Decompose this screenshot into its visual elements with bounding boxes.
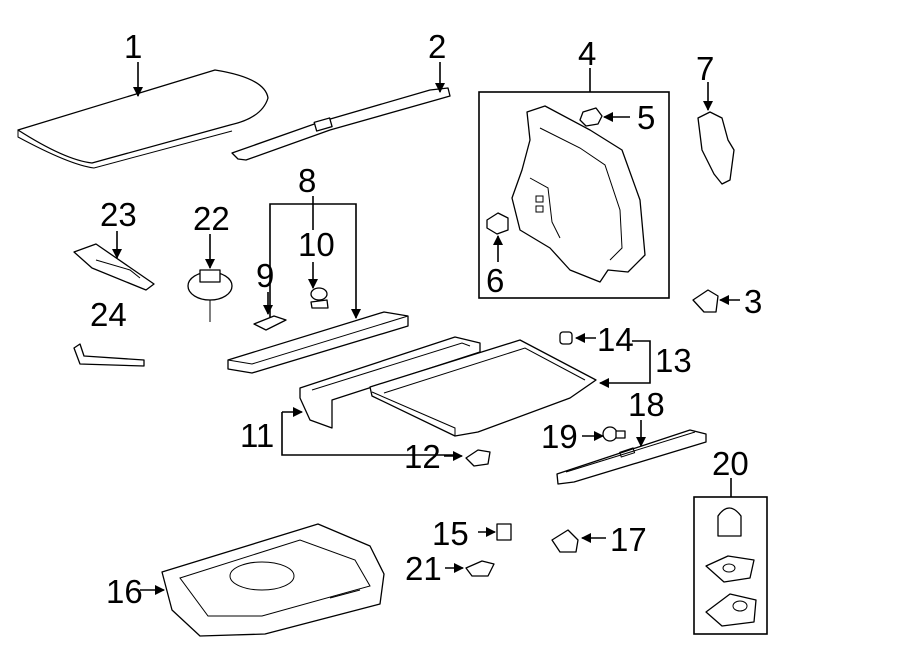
part-17-hook: 17 [551,521,647,558]
part-22-spare-tire-holder: 22 [187,200,233,322]
part-1-package-tray: 1 [17,28,269,169]
part-15-clip: 15 [432,515,512,552]
callout-22: 22 [193,200,230,237]
part-21-bracket: 21 [405,550,495,587]
part-3-bracket: 3 [692,283,762,320]
callout-16: 16 [106,573,143,610]
part-24-jack-handle: 24 [73,296,145,367]
callout-11: 11 [240,417,274,454]
callout-3: 3 [744,283,762,320]
callout-2: 2 [428,28,446,65]
part-11-floor-tray: 11 [240,336,481,456]
callout-10: 10 [298,226,335,263]
part-12-clip: 12 [404,438,491,475]
part-9-clip: 9 [253,257,287,331]
part-13-floor-cover: 13 [369,339,692,437]
callout-12: 12 [404,438,441,475]
part-6-clip: 6 [486,212,509,299]
callout-15: 15 [432,515,469,552]
callout-20: 20 [712,445,749,482]
callout-8: 8 [298,162,316,199]
part-8-floor-board-group: 8 9 10 [227,162,409,374]
part-14-stopper: 14 [559,321,634,358]
callout-9: 9 [256,257,274,294]
callout-7: 7 [696,50,714,87]
callout-18: 18 [628,386,665,423]
callout-23: 23 [100,196,137,233]
part-4-quarter-trim-group: 4 5 6 [478,35,670,299]
callout-14: 14 [597,321,634,358]
part-20-hook-group: 20 [693,445,768,635]
callout-17: 17 [610,521,647,558]
callout-21: 21 [405,550,442,587]
callout-13: 13 [655,342,692,379]
callout-6: 6 [486,262,504,299]
callout-4: 4 [578,35,596,72]
callout-5: 5 [637,99,655,136]
callout-19: 19 [541,418,578,455]
part-16-spare-tire-tray: 16 [106,523,385,637]
part-10-retainer: 10 [298,226,335,309]
part-5-bolt: 5 [579,99,655,136]
part-19-screw: 19 [541,418,626,455]
part-7-trim-cover: 7 [696,50,735,185]
part-18-sill-plate: 18 [556,386,707,485]
callout-24: 24 [90,296,127,333]
callout-1: 1 [124,28,142,65]
part-2-rod: 2 [231,28,451,161]
part-23-jack: 23 [73,196,155,291]
